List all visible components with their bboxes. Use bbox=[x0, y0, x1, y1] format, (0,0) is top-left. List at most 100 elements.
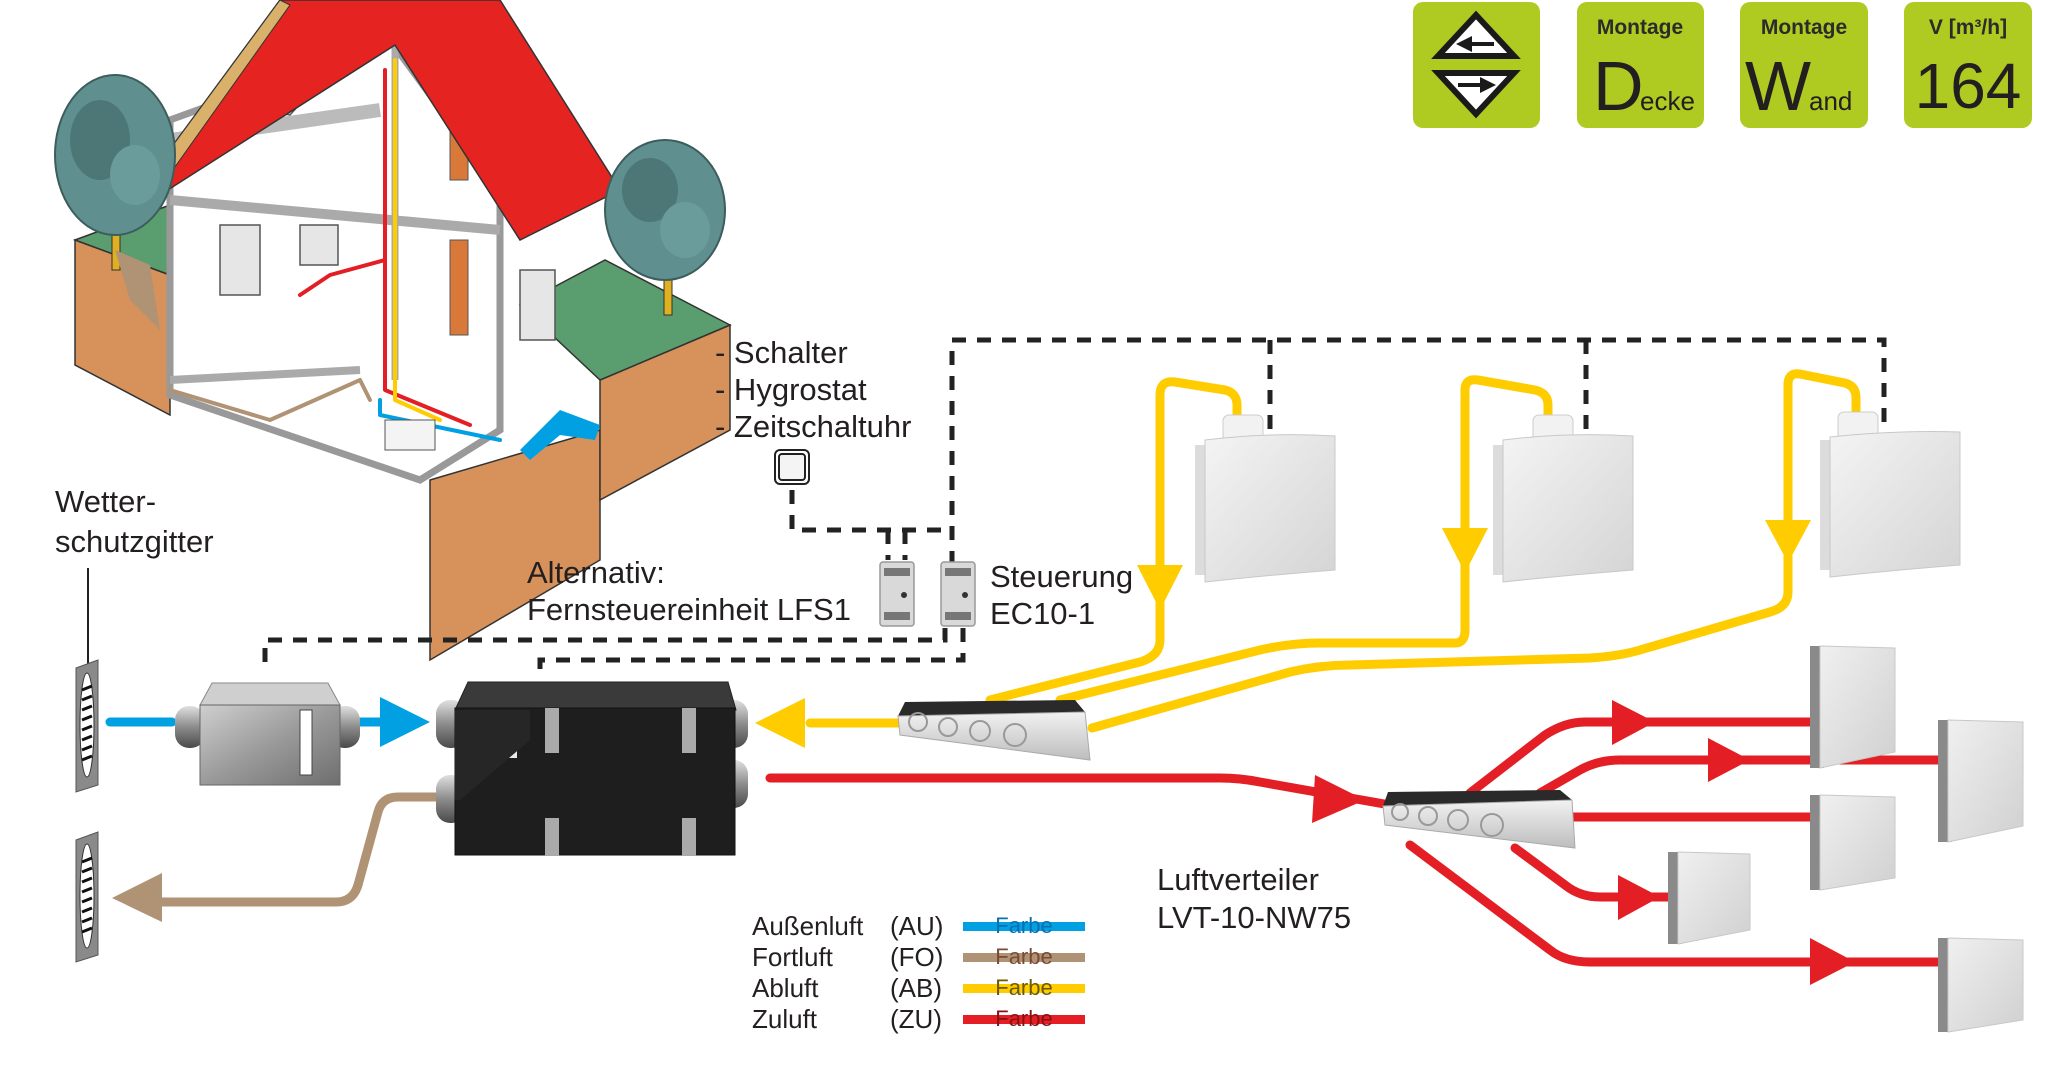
legend-swatch bbox=[963, 1015, 1085, 1024]
house-hrv-unit bbox=[384, 419, 436, 451]
legend-swatch-label: Farbe bbox=[995, 944, 1052, 969]
wetterschutz-label-line2: schutzgitter bbox=[55, 524, 214, 559]
duct-abluft-2 bbox=[1055, 375, 1553, 705]
arrow-zuluft-5-icon bbox=[1810, 938, 1855, 985]
arrow-abluft-3-icon bbox=[1765, 520, 1811, 563]
supply-valve-2 bbox=[1938, 719, 2024, 843]
legend-swatch-label: Farbe bbox=[995, 913, 1052, 938]
legend-swatch bbox=[963, 922, 1085, 931]
control-line-switch bbox=[789, 490, 952, 533]
tree-right bbox=[604, 139, 726, 316]
duct-zuluft-2 bbox=[1535, 755, 1945, 798]
control-option-schalter: - Schalter bbox=[715, 335, 848, 370]
legend-name: Abluft bbox=[752, 973, 819, 1003]
legend-code: (FO) bbox=[890, 942, 943, 972]
control-option-zeitschaltuhr: - Zeitschaltuhr bbox=[715, 409, 911, 444]
house-duct-supply bbox=[383, 68, 472, 427]
badge-montage-wand: Montage W and bbox=[1740, 2, 1868, 128]
preheater-box bbox=[175, 682, 360, 786]
legend-name: Außenluft bbox=[752, 911, 864, 941]
badge-big-letter: W bbox=[1745, 47, 1811, 125]
supply-valve-4 bbox=[1668, 851, 1751, 945]
duct-zuluft-main bbox=[765, 773, 1395, 810]
badge-heat-recovery bbox=[1413, 2, 1540, 128]
arrow-zuluft-2-icon bbox=[1708, 738, 1750, 782]
wetterschutz-label-line1: Wetter- bbox=[55, 484, 156, 519]
floor-1 bbox=[169, 195, 501, 235]
remote-control-unit-lfs1 bbox=[879, 561, 915, 627]
legend-name: Fortluft bbox=[752, 942, 834, 972]
legend-row: Fortluft (FO) Farbe bbox=[752, 942, 1085, 972]
house-exhaust-arrow bbox=[115, 250, 160, 330]
control-line-lfs1-bottom bbox=[262, 628, 948, 665]
counterflow-arrows-icon bbox=[1431, 10, 1521, 59]
badge-small-text: and bbox=[1809, 86, 1852, 116]
ground-grass-right bbox=[518, 259, 732, 381]
arrow-zuluft-4-icon bbox=[1618, 875, 1660, 920]
duct-fortluft bbox=[155, 792, 445, 907]
roof bbox=[138, 0, 622, 241]
arrow-abluft-main-icon bbox=[755, 698, 805, 748]
tree-left bbox=[54, 74, 176, 271]
house-intake-arrow bbox=[520, 410, 600, 460]
badge-small-text: ecke bbox=[1640, 86, 1695, 116]
badge-big-letter: D bbox=[1593, 47, 1644, 125]
legend-code: (AU) bbox=[890, 911, 943, 941]
weather-grille-exhaust bbox=[75, 831, 99, 963]
supply-valve-5 bbox=[1938, 937, 2024, 1033]
duct-zuluft-5 bbox=[1405, 840, 1945, 967]
badge-montage-decke: Montage D ecke bbox=[1577, 2, 1704, 128]
steuerung-label: Steuerung bbox=[990, 559, 1133, 594]
luftverteiler-model-label: LVT-10-NW75 bbox=[1157, 900, 1351, 935]
house-cutaway-illustration bbox=[54, 0, 732, 662]
house-duct-outdoor bbox=[378, 398, 502, 442]
badge-title: Montage bbox=[1761, 16, 1847, 39]
house-duct-extract bbox=[393, 58, 442, 422]
badge-title: V [m³/h] bbox=[1929, 16, 2007, 39]
air-distributor-supply bbox=[1382, 790, 1576, 849]
alternativ-label: Alternativ: bbox=[527, 555, 665, 590]
arrow-abluft-1-icon bbox=[1137, 565, 1183, 610]
window bbox=[519, 269, 556, 341]
legend-swatch bbox=[963, 984, 1085, 993]
legend-swatch-label: Farbe bbox=[995, 1006, 1052, 1031]
control-line-main bbox=[949, 337, 1887, 590]
window bbox=[299, 224, 339, 266]
door bbox=[449, 239, 469, 336]
control-line-ec10-bottom bbox=[537, 628, 966, 680]
color-legend: Außenluft(AU)FarbeFortluft(FO)FarbeAbluf… bbox=[752, 911, 1085, 1034]
ec10-1-label: EC10-1 bbox=[990, 596, 1095, 631]
arrow-abluft-2-icon bbox=[1442, 528, 1488, 573]
legend-code: (AB) bbox=[890, 973, 942, 1003]
extract-valve-1 bbox=[1195, 414, 1336, 583]
badge-title: Montage bbox=[1597, 16, 1683, 39]
extract-valve-3 bbox=[1820, 411, 1961, 578]
extract-valve-2 bbox=[1493, 414, 1634, 583]
duct-abluft-3 bbox=[1087, 369, 1861, 733]
legend-row: Abluft (AB) Farbe bbox=[752, 973, 1085, 1003]
supply-valve-3 bbox=[1810, 794, 1896, 891]
duct-zuluft-4 bbox=[1510, 843, 1673, 902]
weather-grille-intake bbox=[75, 659, 99, 793]
control-wiring bbox=[262, 337, 1887, 680]
legend-code: (ZU) bbox=[890, 1004, 942, 1034]
window bbox=[219, 224, 261, 296]
legend-row: Zuluft (ZU) Farbe bbox=[752, 1004, 1085, 1034]
badge-value: 164 bbox=[1915, 50, 2022, 122]
legend-name: Zuluft bbox=[752, 1004, 818, 1034]
arrow-zuluft-1-icon bbox=[1612, 700, 1655, 745]
arrow-zuluft-main-icon bbox=[1312, 775, 1365, 823]
control-option-hygrostat: - Hygrostat bbox=[715, 372, 867, 407]
house-duct-exhaust bbox=[168, 378, 372, 422]
legend-swatch-label: Farbe bbox=[995, 975, 1052, 1000]
heat-recovery-ventilation-unit bbox=[436, 681, 748, 856]
air-distributor-extract bbox=[897, 700, 1091, 761]
fernsteuereinheit-label: Fernsteuereinheit LFS1 bbox=[527, 592, 851, 627]
floor-2 bbox=[169, 366, 361, 384]
controller-ec10-1 bbox=[940, 561, 976, 627]
duct-zuluft-1 bbox=[1465, 717, 1815, 798]
legend-row: Außenluft (AU) Farbe bbox=[752, 911, 1085, 941]
duct-abluft-1 bbox=[985, 377, 1242, 705]
supply-valve-1 bbox=[1810, 645, 1896, 769]
